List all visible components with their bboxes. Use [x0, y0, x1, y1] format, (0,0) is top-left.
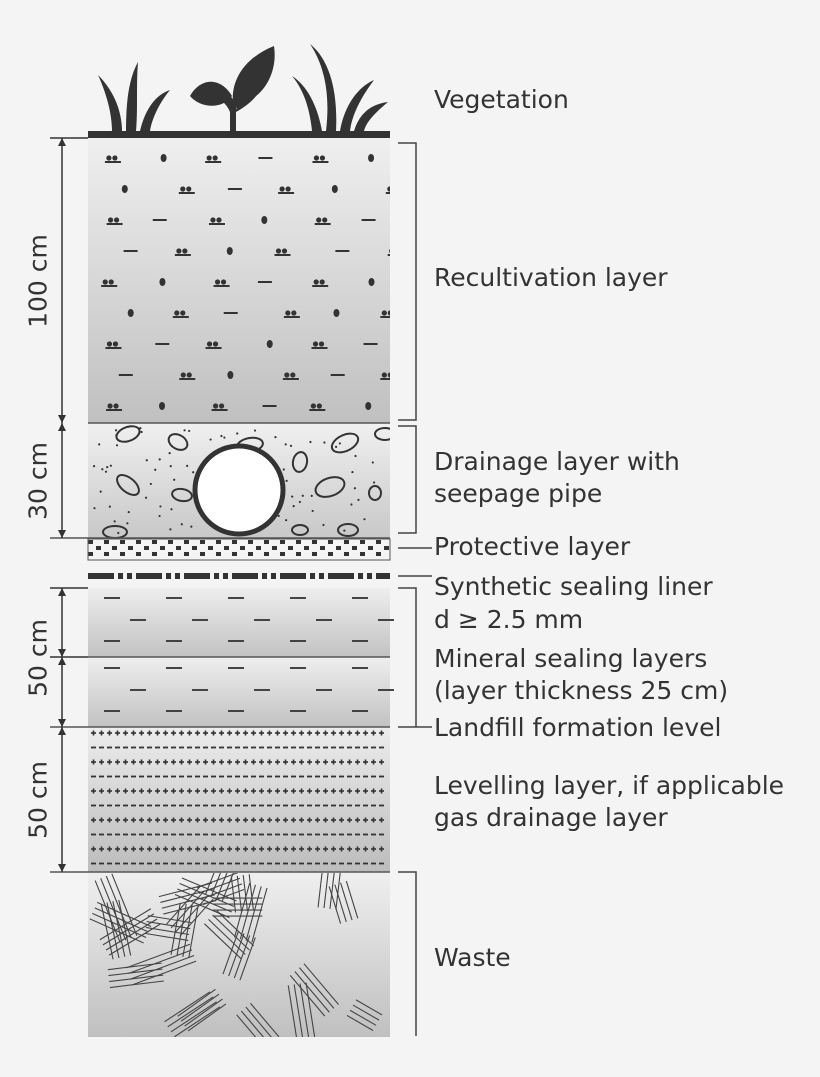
dimension-lines [50, 137, 88, 872]
label-recultivation-layer: Recultivation layer [434, 263, 668, 292]
drainage-gravel-pattern [92, 425, 390, 538]
label-gas-drainage: gas drainage layer [434, 803, 668, 832]
label-waste: Waste [434, 943, 511, 972]
label-drainage-layer-line2: seepage pipe [434, 479, 603, 508]
label-drainage-layer: Drainage layer with [434, 447, 680, 476]
vegetation-icon [98, 44, 388, 131]
dim-label-levelling: 50 cm [23, 761, 53, 839]
dim-label-recultivation: 100 cm [23, 234, 53, 328]
dim-label-drainage: 30 cm [23, 442, 53, 520]
levelling-plus-pattern [91, 730, 384, 865]
mineral-sealing-layer-lower [88, 658, 390, 727]
label-mineral-sealing: Mineral sealing layers [434, 644, 708, 673]
seepage-pipe-icon [192, 443, 286, 537]
ground-surface [88, 131, 390, 138]
label-vegetation: Vegetation [434, 85, 569, 114]
synthetic-sealing-liner [88, 573, 390, 579]
protective-layer [87, 538, 391, 561]
recultivation-layer [88, 138, 390, 423]
label-formation-level: Landfill formation level [434, 713, 722, 742]
levelling-layer [88, 728, 390, 872]
waste-hatch-pattern [89, 873, 383, 1037]
mineral-dash-pattern [104, 597, 394, 712]
recultivation-soil-pattern [101, 154, 390, 411]
mineral-sealing-layer-upper [88, 588, 390, 657]
label-mineral-sealing-thickness: (layer thickness 25 cm) [434, 676, 729, 705]
label-synthetic-liner: Synthetic sealing liner [434, 572, 713, 601]
label-levelling-layer: Levelling layer, if applicable [434, 771, 785, 800]
label-synthetic-liner-thickness: d ≥ 2.5 mm [434, 605, 584, 634]
label-brackets [398, 142, 432, 1036]
label-protective-layer: Protective layer [434, 532, 631, 561]
dim-label-mineral: 50 cm [23, 619, 53, 697]
layer-boundaries [50, 422, 390, 873]
